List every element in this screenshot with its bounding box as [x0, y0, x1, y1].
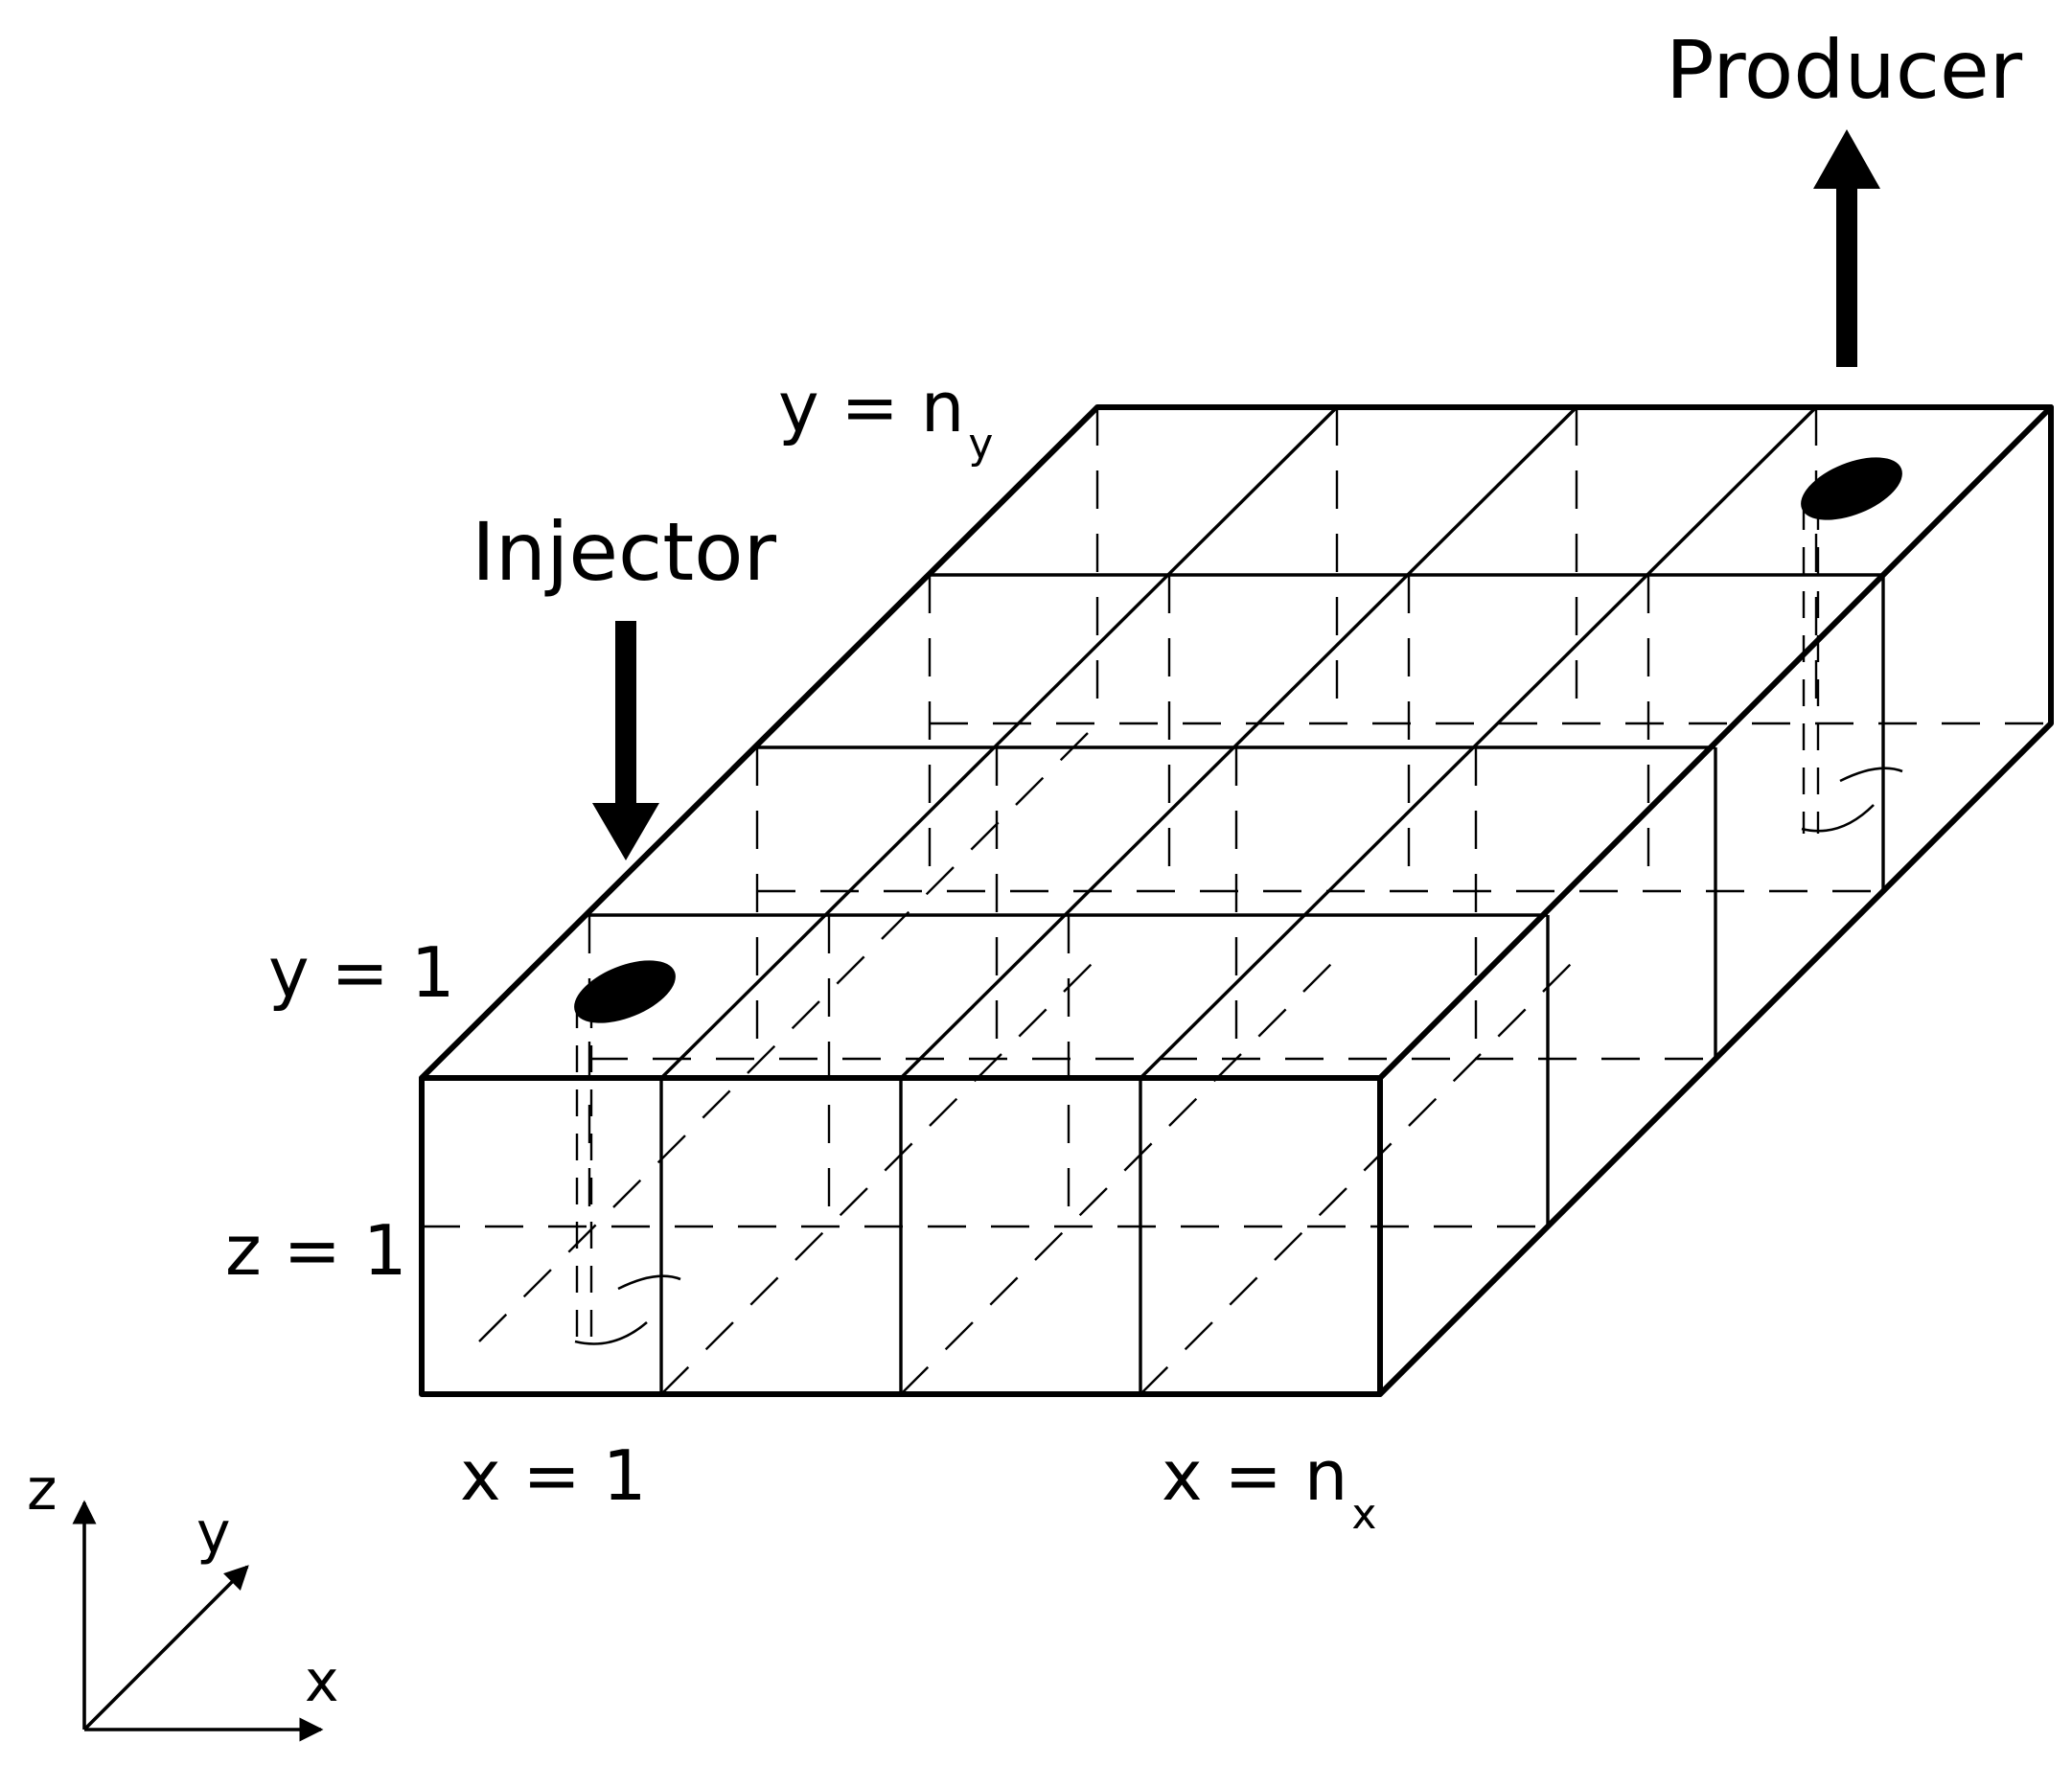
- producer-label: Producer: [1666, 23, 2023, 117]
- z-one-label: z = 1: [225, 1210, 407, 1291]
- reservoir-box-outline: [419, 404, 2054, 1397]
- producer-arrow: [1813, 129, 1880, 367]
- y-axis-label: y: [196, 1500, 231, 1567]
- y-one-label: y = 1: [268, 932, 455, 1013]
- injector-well-head: [574, 960, 676, 1023]
- injector-label: Injector: [472, 505, 777, 599]
- injector-arrow: [592, 621, 659, 860]
- coordinate-axes: z y x: [27, 1456, 339, 1742]
- producer-well-head: [1801, 457, 1902, 520]
- x-axis-label: x: [305, 1648, 339, 1715]
- z-axis-label: z: [27, 1456, 58, 1524]
- y-top-label: y = ny: [778, 367, 993, 469]
- x-one-label: x = 1: [460, 1435, 647, 1516]
- x-right-label: x = nx: [1162, 1435, 1376, 1539]
- visible-grid-lines: [589, 405, 1885, 1394]
